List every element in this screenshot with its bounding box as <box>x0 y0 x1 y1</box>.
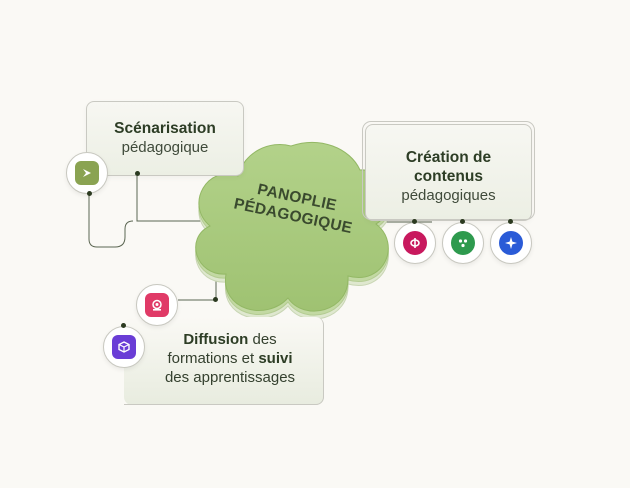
creation-title-line1: Création de <box>405 149 492 166</box>
diffusion-tool-node-2[interactable] <box>103 326 145 368</box>
diffusion-line1: Diffusion des <box>142 330 318 349</box>
connector-dot <box>135 171 140 176</box>
creation-tool-node-2[interactable] <box>442 222 484 264</box>
connector-dot <box>508 219 513 224</box>
connector-dot <box>412 219 417 224</box>
scenarisation-subtitle: pédagogique <box>121 139 209 156</box>
scenarisation-tool-node[interactable] <box>66 152 108 194</box>
diffusion-word: Diffusion <box>183 331 249 348</box>
diffusion-text2: formations et <box>167 350 259 367</box>
connector-dot <box>460 219 465 224</box>
connector-dot <box>121 323 126 328</box>
suivi-word: suivi <box>258 350 293 367</box>
scenarisation-title: Scénarisation <box>114 120 216 137</box>
diffusion-tool-node-1[interactable] <box>136 284 178 326</box>
creation-tool-node-3[interactable] <box>490 222 532 264</box>
diffusion-text1: des <box>248 331 277 348</box>
creation-title-line2: contenus <box>414 168 483 185</box>
phi-tool-icon <box>403 231 427 255</box>
creation-tool-node-1[interactable] <box>394 222 436 264</box>
connector-scen-inner <box>136 174 220 222</box>
dots-tool-icon <box>451 231 475 255</box>
connector-scen-outer <box>88 193 134 248</box>
diffusion-card: Diffusion des formations et suivi des ap… <box>124 317 324 405</box>
star-tool-icon <box>499 231 523 255</box>
cube-tool-icon <box>112 335 136 359</box>
scenarisation-card: Scénarisation pédagogique <box>86 101 244 176</box>
creation-card-frame <box>362 121 535 220</box>
target-tool-icon <box>145 293 169 317</box>
diffusion-text3: des apprentissages <box>164 369 296 386</box>
connector-dot <box>213 297 218 302</box>
diffusion-line2: formations et suivi <box>142 349 318 368</box>
creation-card: Création de contenus pédagogiques <box>362 121 535 221</box>
diffusion-card-frame <box>124 317 324 405</box>
arrow-tool-icon <box>75 161 99 185</box>
creation-subtitle: pédagogiques <box>401 187 496 204</box>
connector-dot <box>87 191 92 196</box>
